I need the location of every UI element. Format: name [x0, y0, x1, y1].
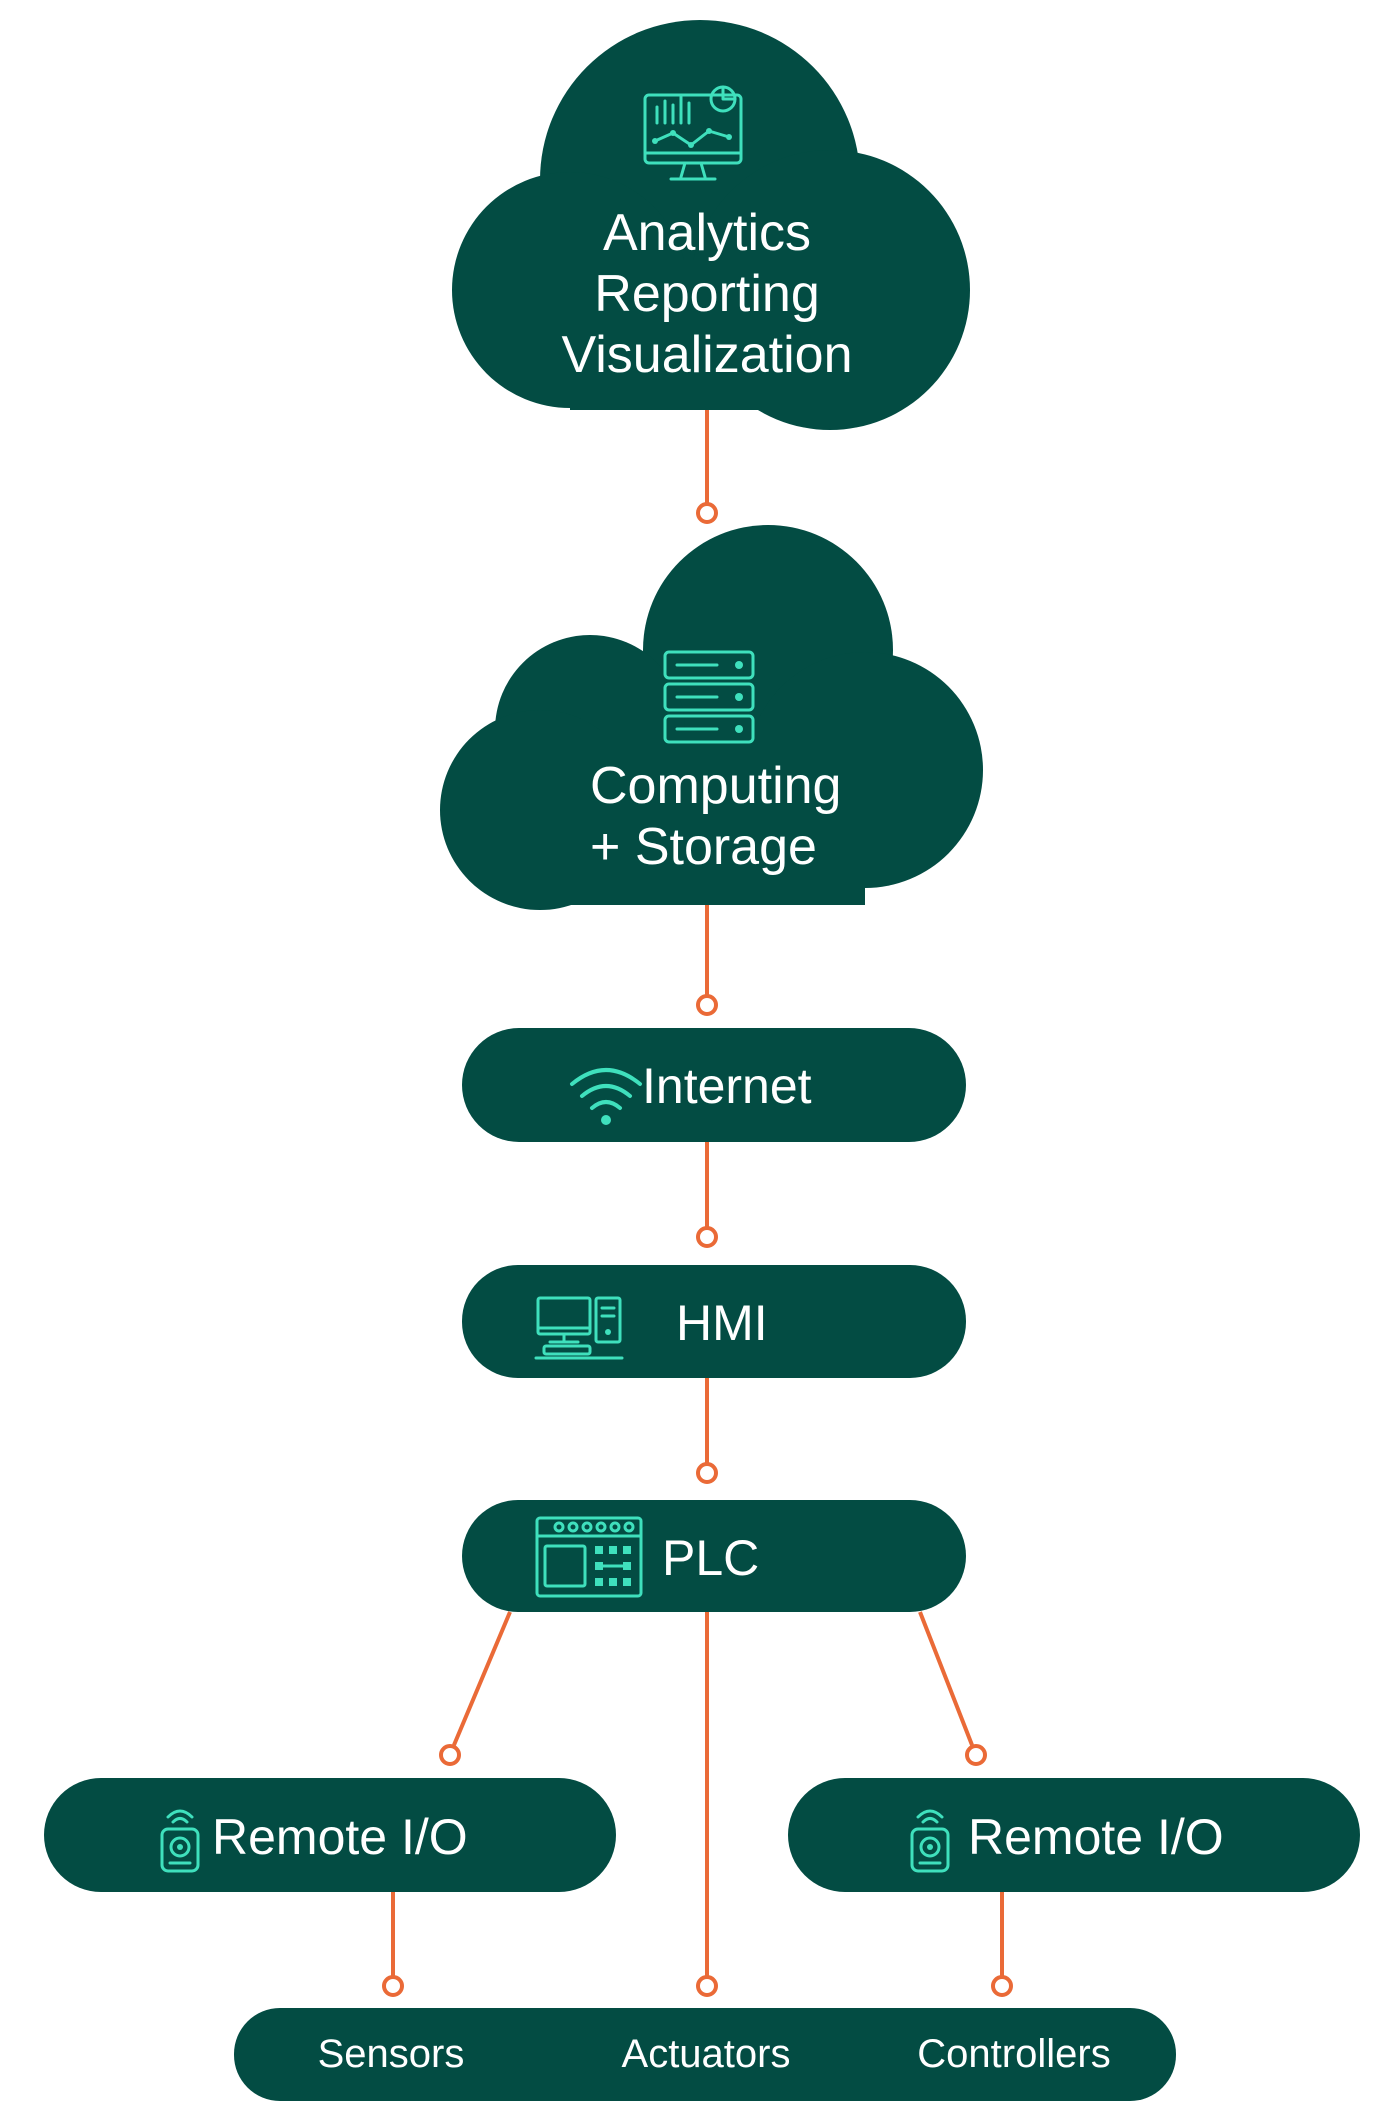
computer-workstation-icon [534, 1296, 624, 1360]
edge-dot-sensors [382, 1975, 404, 1997]
edge-dot-controllers [991, 1975, 1013, 1997]
remote-io-left-label: Remote I/O [212, 1809, 468, 1865]
cloud-shape [440, 525, 983, 910]
plc-node: PLC [462, 1500, 966, 1612]
field-device-sensors-label: Sensors [318, 2032, 465, 2076]
computing-line-1: Computing [590, 757, 841, 815]
edge-dot-remote-io-left [439, 1744, 461, 1766]
remote-io-device-icon [910, 1809, 950, 1873]
server-stack-icon [663, 650, 755, 744]
edge-dot-computing [696, 502, 718, 524]
edge-dot-actuators [696, 1975, 718, 1997]
connectors [382, 410, 1013, 1997]
remote-io-left-node: Remote I/O [44, 1778, 616, 1892]
plc-controller-icon [535, 1516, 643, 1598]
internet-label: Internet [642, 1058, 812, 1114]
plc-pill [462, 1500, 966, 1612]
edge-plc-remote-io-left [452, 1611, 512, 1746]
analytics-monitor-icon [643, 85, 743, 181]
remote-io-device-icon [160, 1809, 200, 1873]
computing-cloud-node: Computing + Storage [440, 525, 983, 910]
analytics-line-2: Reporting [594, 265, 819, 323]
hmi-label: HMI [676, 1295, 768, 1351]
edge-dot-internet [696, 994, 718, 1016]
edge-dot-hmi [696, 1226, 718, 1248]
edge-dot-plc [696, 1462, 718, 1484]
field-device-controllers-label: Controllers [917, 2032, 1110, 2076]
remote-io-right-node: Remote I/O [788, 1778, 1360, 1892]
edge-plc-remote-io-right [918, 1611, 974, 1746]
computing-line-2: + Storage [590, 818, 817, 876]
cloud-shape [452, 20, 970, 430]
internet-node: Internet [462, 1028, 966, 1142]
analytics-line-1: Analytics [603, 204, 811, 262]
field-devices-pill [234, 2008, 1176, 2101]
hmi-node: HMI [462, 1265, 966, 1378]
remote-io-right-label: Remote I/O [968, 1809, 1224, 1865]
plc-label: PLC [662, 1530, 759, 1586]
internet-pill [462, 1028, 966, 1142]
wifi-icon [570, 1068, 642, 1125]
field-devices-node: Sensors Actuators Controllers [234, 2008, 1176, 2101]
hmi-pill [462, 1265, 966, 1378]
edge-dot-remote-io-right [965, 1744, 987, 1766]
analytics-line-3: Visualization [561, 326, 852, 384]
field-device-actuators-label: Actuators [622, 2032, 791, 2076]
analytics-cloud-node: Analytics Reporting Visualization [452, 20, 970, 430]
